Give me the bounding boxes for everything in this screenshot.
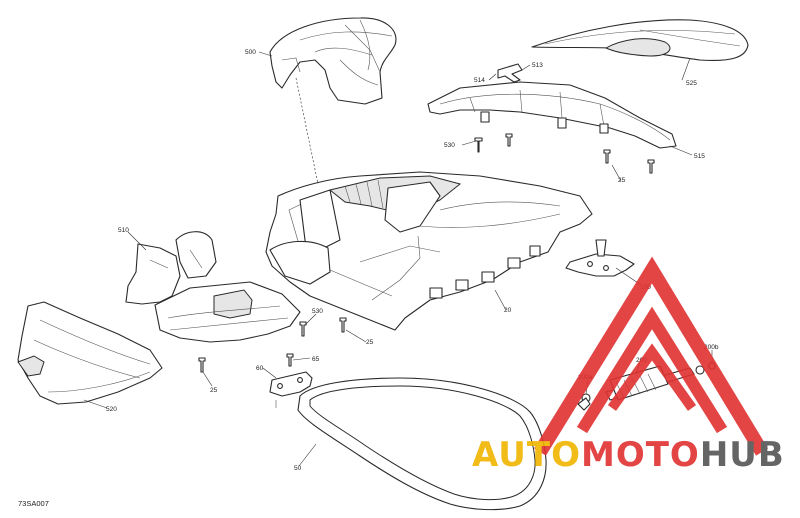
callout-500: 500 [245,49,256,56]
part-515-rear-frame [427,81,677,149]
alignment-line-500 [295,77,319,185]
part-50-seal [297,377,547,511]
watermark-moto: MOTO [581,435,700,475]
screws-530-25-mid [198,317,347,373]
part-520-side-panel [17,301,163,405]
watermark-auto: AUTO [472,435,581,475]
part-500-front-cover [269,17,397,105]
watermark-logo: AUTOMOTOHUB [472,256,785,475]
callout-50: 50 [294,465,302,472]
part-60-latch [269,371,313,408]
document-reference: 73SA007 [18,499,49,508]
screws-530-25-upper [474,133,655,174]
watermark-triangle-inner [576,306,728,434]
callout-25-mid: 25 [366,339,374,346]
callout-65: 65 [312,356,320,363]
callout-515: 515 [694,153,705,160]
watermark-triangle-mid [607,343,697,411]
callout-520: 520 [106,406,117,413]
callout-25-upper: 25 [618,177,626,184]
callout-20: 20 [504,307,512,314]
callout-200b: 200b [704,344,719,351]
part-510-side-frame [125,231,301,343]
callout-530-mid: 530 [312,308,323,315]
callout-513: 513 [532,62,543,69]
part-525-deflector [531,19,749,62]
watermark-triangle-outer [534,256,768,456]
watermark-hub: HUB [700,435,785,475]
part-100-bracket [565,239,635,277]
callout-510: 510 [118,227,129,234]
part-20-storage-body [265,171,593,331]
callout-60: 60 [256,365,264,372]
callout-530-upper: 530 [444,142,455,149]
watermark-text: AUTOMOTOHUB [472,435,785,475]
callout-514: 514 [474,77,485,84]
callout-25-lower: 25 [210,387,218,394]
callout-525: 525 [686,80,697,87]
